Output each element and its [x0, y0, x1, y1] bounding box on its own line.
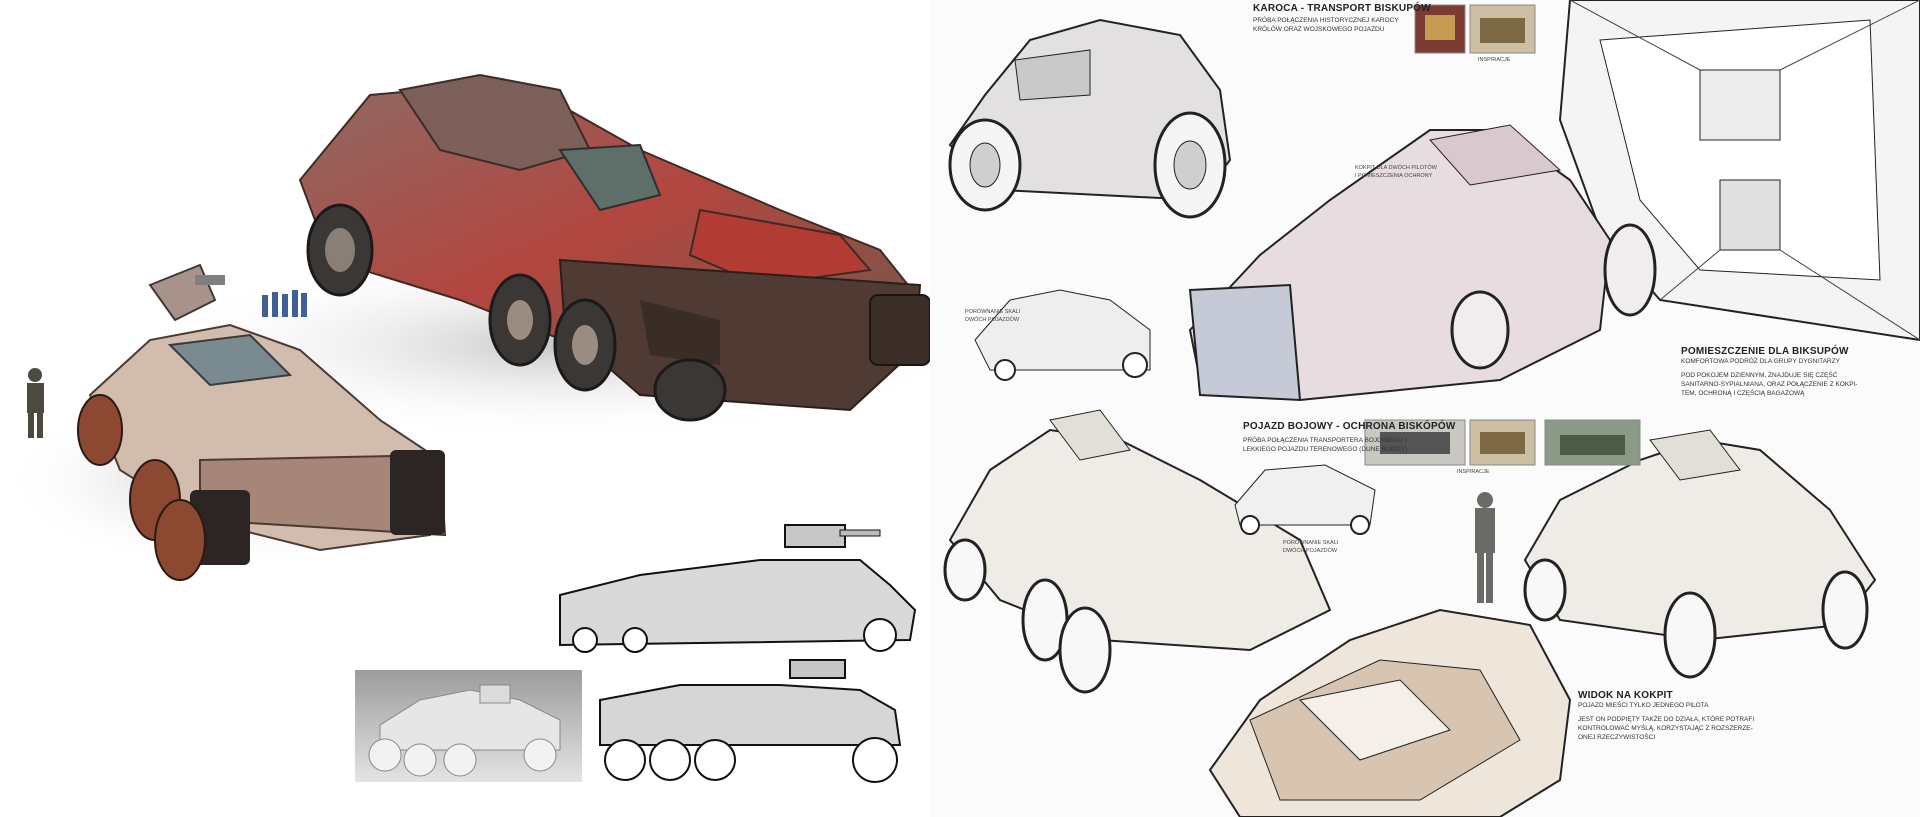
- bojowy-title: POJAZD BOJOWY - OCHRONA BISKÓPÓW: [1243, 421, 1456, 432]
- kokpit-desc-line-3: ONEJ RZECZYWISTOŚCI: [1578, 734, 1656, 741]
- karoca-desc-line-1: PRÓBA POŁĄCZENIA HISTORYCZNEJ KAROCY: [1253, 17, 1399, 24]
- bojowy-scale-label-line-2: DWÓCH POJAZDÓW: [1283, 548, 1338, 554]
- inspiration-thumbnails-combat: [1364, 419, 1641, 466]
- painted-combat-vehicle: [0, 263, 460, 581]
- kokpit-title: WIDOK NA KOKPIT: [1578, 690, 1673, 701]
- karoca-scale-label-line-2: DWÓCH POJAZDÓW: [965, 317, 1020, 323]
- pomieszczenie-title: POMIESZCZENIE DLA BIKSUPÓW: [1681, 346, 1849, 357]
- bojowy-desc-line-1: PRÓBA POŁĄCZENIA TRANSPORTERA BOJOWEGO I: [1243, 437, 1407, 444]
- bojowy-desc-line-2: LEKKIEGO POJAZDU TERENOWEGO (DUNE BUGGY): [1243, 446, 1408, 453]
- kokpit-desc-line-2: KONTROLOWAĆ MYŚLĄ, KORZYSTAJĄC Z ROZSZER…: [1578, 725, 1753, 732]
- kokpit-desc-line-1: JEST ON PODPIĘTY TAKŻE DO DZIAŁA, KTÓRE …: [1578, 716, 1755, 723]
- cockpit-two-pilots-line-1: KOKPIT DLA DWÓCH PILOTÓW: [1355, 165, 1437, 171]
- karoca-inspiration-label: INSPIRACJE: [1478, 57, 1511, 63]
- kokpit-subtitle: POJAZD MIEŚCI TYLKO JEDNEGO PILOTA: [1578, 702, 1709, 709]
- pomieszczenie-desc-line-2: SANITARNO-SYPIALNIANA, ORAZ POŁĄCZENIE Z…: [1681, 381, 1858, 388]
- pomieszczenie-desc-line-3: TEM, OCHRONĄ I CZĘŚCIĄ BAGAŻOWĄ: [1681, 390, 1805, 397]
- cockpit-two-pilots-line-2: I POMIESZCZENIA OCHRONY: [1355, 173, 1433, 179]
- bojowy-scale-label-line-1: PORÓWNANIE SKALI: [1283, 540, 1339, 546]
- pomieszczenie-subtitle: KOMFORTOWA PODRÓŻ DLA GRUPY DYGNITARZY: [1681, 358, 1840, 365]
- inspiration-thumbnails-carriage: [1414, 4, 1536, 54]
- karoca-desc-line-2: KRÓLÓW ORAZ WOJSKOWEGO POJAZDU: [1253, 26, 1385, 33]
- karoca-title: KAROCA - TRANSPORT BISKUPÓW: [1253, 3, 1431, 14]
- side-view-sketches: [355, 524, 917, 783]
- bojowy-inspiration-label: INSPIRACJE: [1457, 469, 1490, 475]
- pomieszczenie-desc-line-1: POD POKOJEM DZIENNYM, ZNAJDUJE SIĘ CZĘŚĆ: [1681, 372, 1838, 379]
- sketch-sheet: [930, 0, 1920, 817]
- karoca-scale-label-line-1: PORÓWNANIE SKALI: [965, 309, 1021, 315]
